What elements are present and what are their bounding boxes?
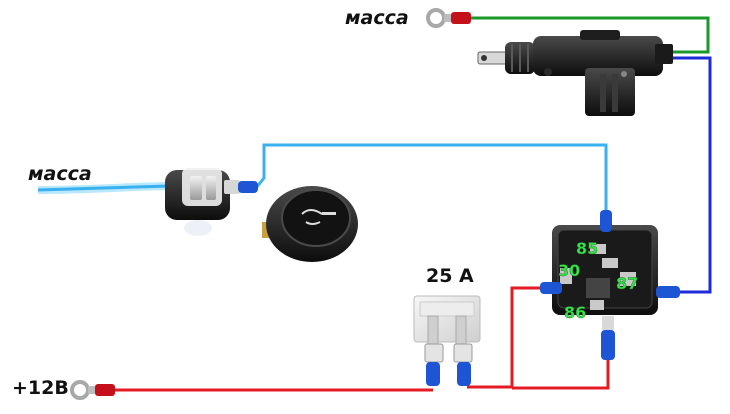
relay-pin-87: 87: [616, 274, 638, 293]
push-button-switch-icon: [262, 186, 358, 262]
relay-icon: [540, 210, 680, 360]
relay-pin-86: 86: [564, 303, 586, 322]
ground-label-left: масса: [28, 163, 92, 185]
power-plus-label: +12В: [12, 377, 69, 399]
ring-terminal-left: [70, 380, 115, 400]
fuse-rating-label: 25 А: [426, 265, 474, 287]
wire-green: [470, 16, 710, 54]
relay-pin-30: 30: [558, 261, 580, 280]
wire-light-blue: [37, 143, 608, 210]
wire-blue: [672, 56, 712, 294]
wire-red: [112, 286, 610, 392]
blade-fuse-icon: [413, 295, 481, 386]
ring-terminal-top: [426, 8, 471, 28]
door-lock-actuator-icon: [477, 30, 673, 116]
ground-label-top: масса: [345, 7, 409, 29]
relay-pin-85: 85: [576, 239, 598, 258]
switch-connector: [165, 168, 258, 236]
